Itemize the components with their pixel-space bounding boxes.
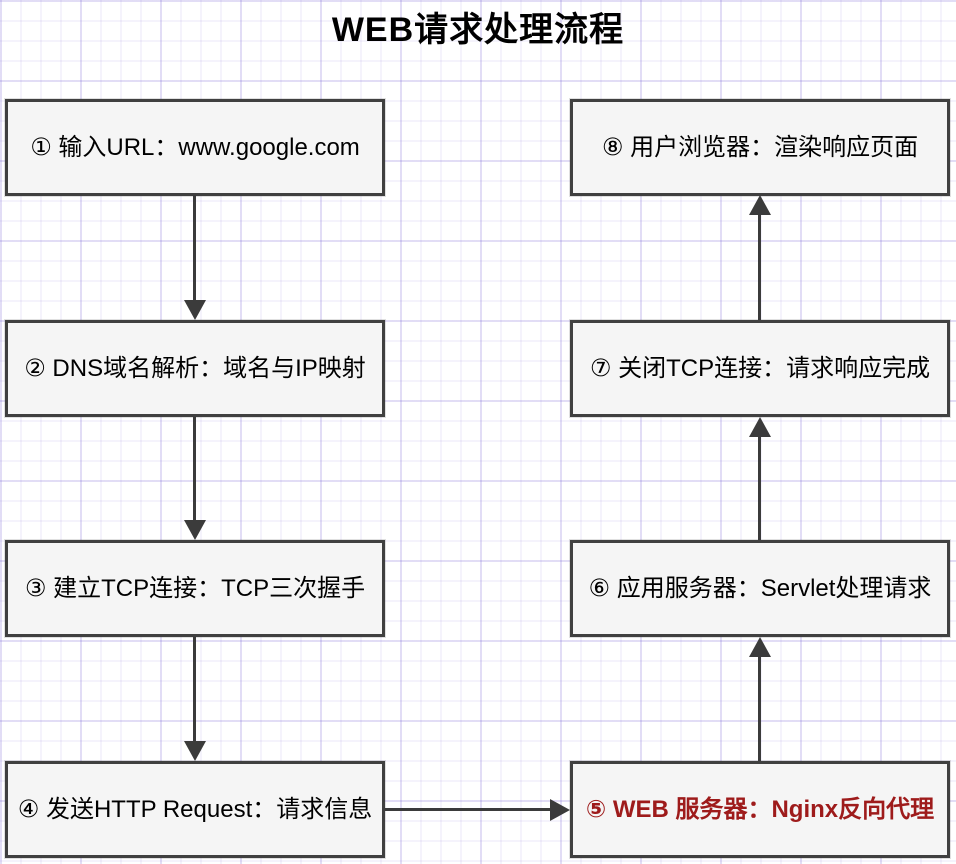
arrowhead-down-icon bbox=[184, 741, 206, 761]
node-tcp-close: ⑦ 关闭TCP连接：请求响应完成 bbox=[570, 320, 950, 417]
node-label: ⑧ 用户浏览器：渲染响应页面 bbox=[601, 133, 919, 161]
arrow-shaft bbox=[193, 637, 196, 745]
node-dns-resolution: ② DNS域名解析：域名与IP映射 bbox=[5, 320, 385, 417]
arrow-7-to-8 bbox=[749, 195, 771, 320]
arrow-6-to-7 bbox=[749, 417, 771, 540]
arrow-shaft bbox=[758, 211, 761, 320]
arrowhead-down-icon bbox=[184, 300, 206, 320]
node-label: ⑦ 关闭TCP连接：请求响应完成 bbox=[589, 354, 931, 382]
node-browser-render: ⑧ 用户浏览器：渲染响应页面 bbox=[570, 99, 950, 196]
arrowhead-down-icon bbox=[184, 520, 206, 540]
arrow-2-to-3 bbox=[184, 417, 206, 540]
node-web-server: ⑤ WEB 服务器：Nginx反向代理 bbox=[570, 761, 950, 858]
arrow-shaft bbox=[758, 653, 761, 761]
node-app-server: ⑥ 应用服务器：Servlet处理请求 bbox=[570, 540, 950, 637]
arrow-3-to-4 bbox=[184, 637, 206, 761]
node-http-request: ④ 发送HTTP Request：请求信息 bbox=[5, 761, 385, 858]
arrow-shaft bbox=[193, 195, 196, 304]
arrow-1-to-2 bbox=[184, 195, 206, 320]
node-tcp-connect: ③ 建立TCP连接：TCP三次握手 bbox=[5, 540, 385, 637]
arrowhead-right-icon bbox=[550, 799, 570, 821]
node-label: ⑥ 应用服务器：Servlet处理请求 bbox=[588, 574, 932, 602]
arrowhead-up-icon bbox=[749, 195, 771, 215]
node-label: ② DNS域名解析：域名与IP映射 bbox=[24, 354, 366, 382]
arrowhead-up-icon bbox=[749, 637, 771, 657]
diagram-title: WEB请求处理流程 bbox=[331, 11, 625, 49]
node-label: ④ 发送HTTP Request：请求信息 bbox=[17, 795, 373, 823]
arrow-4-to-5 bbox=[385, 799, 570, 821]
arrow-shaft bbox=[385, 808, 554, 811]
node-label: ① 输入URL：www.google.com bbox=[30, 133, 360, 161]
arrow-shaft bbox=[193, 417, 196, 524]
node-input-url: ① 输入URL：www.google.com bbox=[5, 99, 385, 196]
arrowhead-up-icon bbox=[749, 417, 771, 437]
arrow-5-to-6 bbox=[749, 637, 771, 761]
arrow-shaft bbox=[758, 433, 761, 540]
node-label: ③ 建立TCP连接：TCP三次握手 bbox=[24, 574, 366, 602]
node-label: ⑤ WEB 服务器：Nginx反向代理 bbox=[585, 795, 935, 823]
